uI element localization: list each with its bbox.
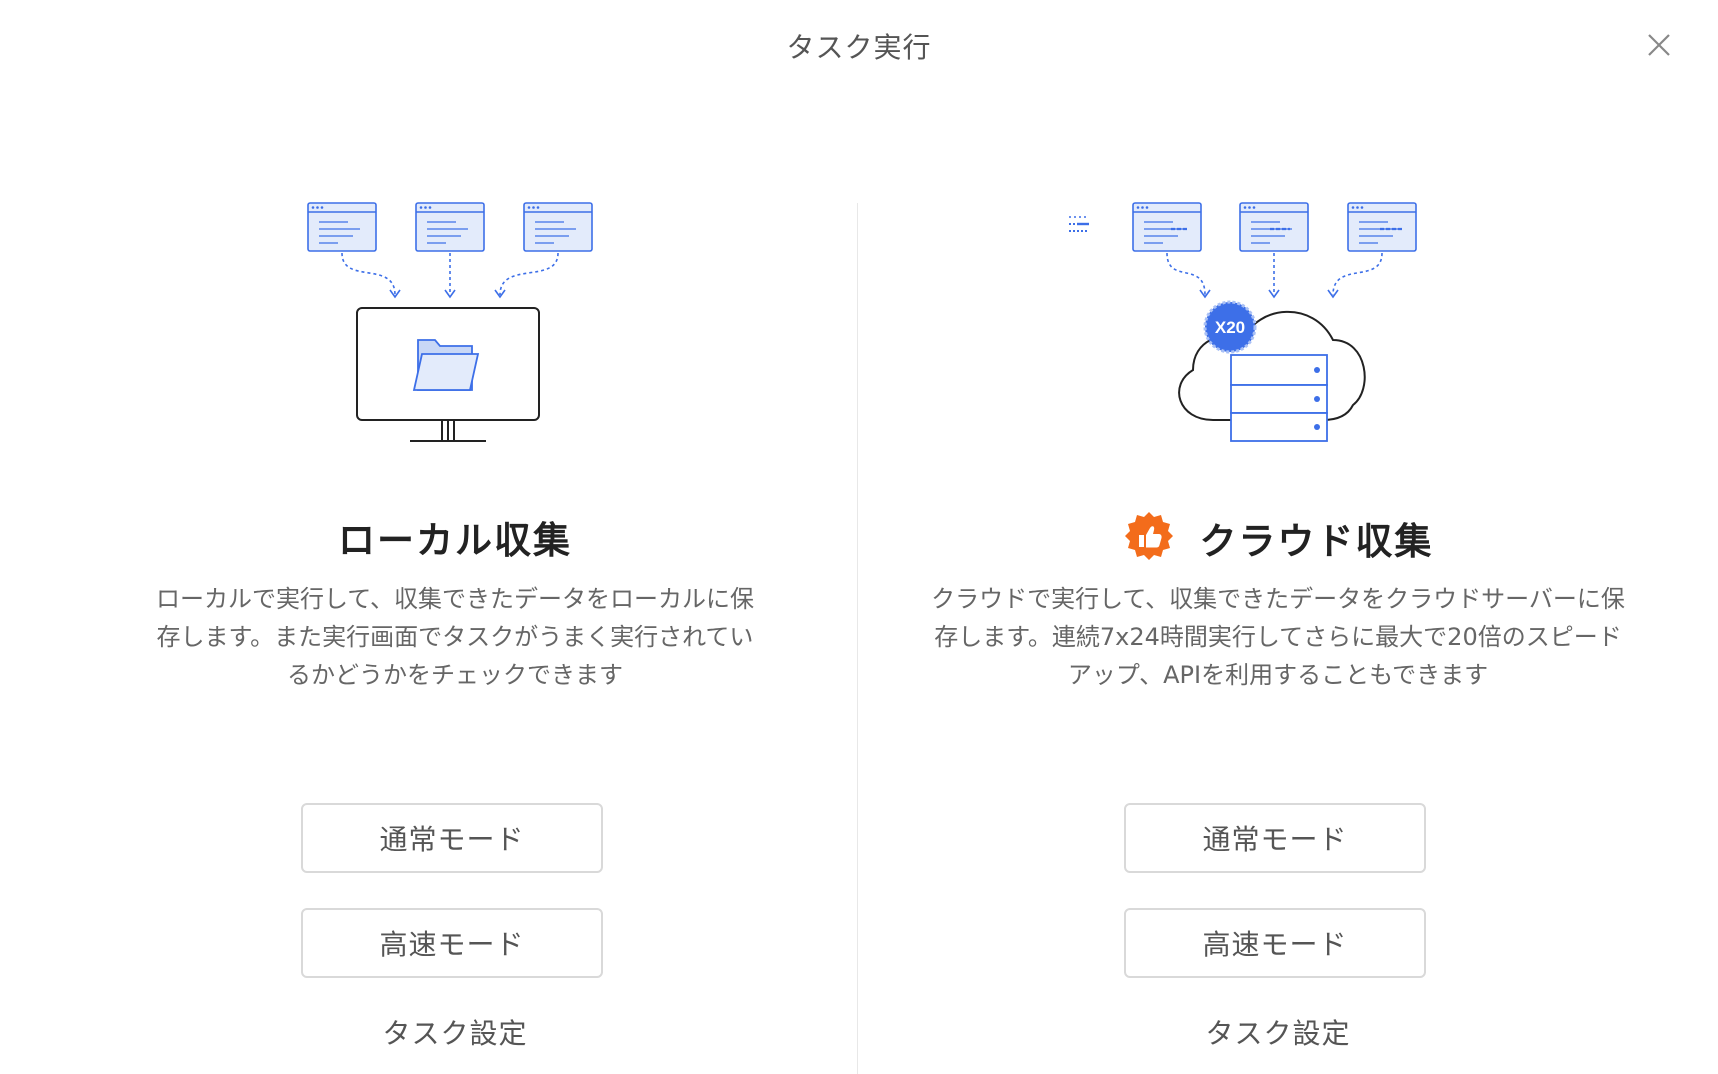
speed-lines-icon (1069, 216, 1089, 232)
local-normal-mode-button[interactable]: 通常モード (301, 803, 603, 873)
close-icon (1648, 34, 1670, 56)
speed-multiplier-badge: X20 (1203, 300, 1257, 354)
cloud-fast-mode-button[interactable]: 高速モード (1124, 908, 1426, 978)
local-collection-description: ローカルで実行して、収集できたデータをローカルに保存します。また実行画面でタスク… (155, 585, 755, 689)
server-icon (1230, 354, 1328, 442)
local-collection-title: ローカル収集 (70, 510, 840, 564)
browser-window-icon (1132, 202, 1202, 252)
browser-window-icon (415, 202, 485, 252)
multiplier-text: X20 (1215, 318, 1245, 337)
local-title-text: ローカル収集 (338, 519, 572, 562)
cloud-collection-title: クラウド収集 (893, 510, 1663, 565)
close-button[interactable] (1644, 30, 1674, 60)
local-task-settings-link[interactable]: タスク設定 (382, 1017, 528, 1050)
cloud-illustration: X20 (1069, 202, 1417, 442)
cloud-collection-panel: X20 クラウド収集 クラウドで実行して、収集できたデータをクラウドサーバーに保… (893, 190, 1663, 1074)
browser-window-icon (307, 202, 377, 252)
browser-window-icon (1347, 202, 1417, 252)
cloud-title-text: クラウド収集 (1199, 520, 1434, 563)
browser-window-icon (1239, 202, 1309, 252)
thumbs-up-icon (1124, 512, 1173, 560)
dialog-title: タスク実行 (786, 31, 932, 64)
folder-icon (412, 339, 480, 391)
local-fast-mode-button[interactable]: 高速モード (301, 908, 603, 978)
cloud-task-settings-link[interactable]: タスク設定 (1205, 1017, 1351, 1050)
browser-window-icon (523, 202, 593, 252)
local-collection-panel: ローカル収集 ローカルで実行して、収集できたデータをローカルに保存します。また実… (70, 190, 840, 1074)
local-illustration (307, 202, 593, 442)
panel-divider (857, 203, 858, 1074)
cloud-normal-mode-button[interactable]: 通常モード (1124, 803, 1426, 873)
cloud-collection-description: クラウドで実行して、収集できたデータをクラウドサーバーに保存します。連続7x24… (931, 585, 1625, 689)
